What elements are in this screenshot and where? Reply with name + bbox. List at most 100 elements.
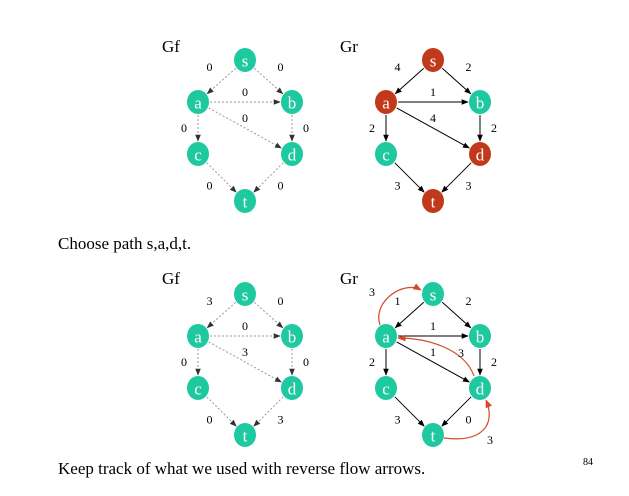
caption-choose-path: Choose path s,a,d,t.: [58, 234, 191, 253]
gf-bottom-node-label-a: a: [194, 328, 202, 347]
gr-bottom-reverse-edge-d-a: [397, 334, 475, 377]
gr-bottom-node-s: [422, 282, 444, 306]
gf-top-node-label-d: d: [288, 146, 297, 165]
gf-bottom-node-label-b: b: [288, 328, 297, 347]
gr-top-node-a: [375, 90, 397, 114]
gr-top-edge-a-d: [396, 107, 470, 149]
gf-bottom-node-c: [187, 376, 209, 400]
gr-bottom-edge-s-b: [441, 301, 472, 329]
gf-bottom-title: Gf: [162, 269, 180, 288]
gr-bottom-reverse-edge-label-a-s: 3: [369, 285, 375, 299]
gf-top-node-c: [187, 142, 209, 166]
gr-top-edge-label-d-t: 3: [466, 179, 472, 193]
gr-top-node-label-t: t: [431, 193, 436, 212]
gr-bottom-reverse-edge-t-d: [443, 399, 493, 440]
gr-bottom-edge-label-d-t: 0: [466, 413, 472, 427]
gr-bottom-node-label-t: t: [431, 427, 436, 446]
page-number: 84: [583, 457, 593, 468]
gr-top-edge-label-a-c: 2: [369, 121, 375, 135]
gr-bottom-node-label-c: c: [382, 380, 390, 399]
gr-bottom-node-label-b: b: [476, 328, 485, 347]
gf-top-node-label-b: b: [288, 94, 297, 113]
gf-bottom-edge-d-t: [253, 396, 284, 427]
gr-bottom-reverse-edge-label-t-d: 3: [487, 433, 493, 447]
gf-top-node-d: [281, 142, 303, 166]
gr-bottom-node-c: [375, 376, 397, 400]
gf-top-node-label-c: c: [194, 146, 202, 165]
gf-bottom-edge-label-a-d: 3: [242, 345, 248, 359]
gf-bottom-node-label-s: s: [242, 286, 249, 305]
gr-top-node-d: [469, 142, 491, 166]
gr-bottom-edge-label-a-d: 1: [430, 345, 436, 359]
gr-top-edge-c-t: [394, 162, 425, 193]
gr-top-node-label-s: s: [430, 52, 437, 71]
gr-top-edge-label-c-t: 3: [395, 179, 401, 193]
gr-bottom-edge-label-a-c: 2: [369, 355, 375, 369]
gf-bottom-edge-label-s-a: 3: [207, 294, 213, 308]
gr-bottom-node-a: [375, 324, 397, 348]
gr-bottom-edge-a-d: [396, 341, 470, 383]
gr-top-node-label-a: a: [382, 94, 390, 113]
gf-bottom-node-label-d: d: [288, 380, 297, 399]
gf-bottom-node-t: [234, 423, 256, 447]
gr-top-edge-s-b: [441, 67, 472, 95]
gf-bottom-edge-label-d-t: 3: [278, 413, 284, 427]
gr-bottom-edge-label-s-b: 2: [466, 294, 472, 308]
gf-top-edge-label-b-d: 0: [303, 121, 309, 135]
gf-top-edge-label-d-t: 0: [278, 179, 284, 193]
gf-top-edge-a-d: [208, 107, 282, 149]
gr-top-title: Gr: [340, 37, 358, 56]
gr-bottom-edge-label-s-a: 1: [395, 294, 401, 308]
gr-bottom-edge-label-b-d: 2: [491, 355, 497, 369]
gr-top-edge-label-a-d: 4: [430, 111, 436, 125]
gf-bottom-edge-a-d: [208, 341, 282, 383]
gr-top-node-t: [422, 189, 444, 213]
gr-top-edge-label-s-a: 4: [395, 60, 401, 74]
gf-top-node-label-t: t: [243, 193, 248, 212]
caption-reverse-flow: Keep track of what we used with reverse …: [58, 459, 425, 478]
gr-top-node-c: [375, 142, 397, 166]
gf-bottom-edge-label-a-c: 0: [181, 355, 187, 369]
gf-bottom-edge-label-s-b: 0: [278, 294, 284, 308]
gf-bottom-edge-label-c-t: 0: [207, 413, 213, 427]
gr-top-edge-label-a-b: 1: [430, 85, 436, 99]
gr-top-edge-label-b-d: 2: [491, 121, 497, 135]
gr-top-edge-d-t: [441, 162, 472, 193]
gr-top-edge-label-s-b: 2: [466, 60, 472, 74]
gf-bottom-node-b: [281, 324, 303, 348]
gf-top-node-label-s: s: [242, 52, 249, 71]
gr-top-node-label-b: b: [476, 94, 485, 113]
gr-top-node-label-d: d: [476, 146, 485, 165]
gf-bottom-node-label-t: t: [243, 427, 248, 446]
gf-top-edge-c-t: [206, 162, 237, 193]
gf-top-edge-label-s-b: 0: [278, 60, 284, 74]
gr-bottom-node-d: [469, 376, 491, 400]
gr-bottom-edge-label-c-t: 3: [395, 413, 401, 427]
gf-bottom-edge-label-a-b: 0: [242, 319, 248, 333]
gr-bottom-edge-label-a-b: 1: [430, 319, 436, 333]
gf-bottom-node-s: [234, 282, 256, 306]
gf-top-node-t: [234, 189, 256, 213]
gr-bottom-edge-d-t: [441, 396, 472, 427]
gf-bottom-node-d: [281, 376, 303, 400]
gr-bottom-node-label-s: s: [430, 286, 437, 305]
gf-top-edge-label-a-d: 0: [242, 111, 248, 125]
gf-top-edge-label-c-t: 0: [207, 179, 213, 193]
gf-bottom-edge-c-t: [206, 396, 237, 427]
gf-top-node-b: [281, 90, 303, 114]
gf-top-edge-label-a-c: 0: [181, 121, 187, 135]
gf-top-node-label-a: a: [194, 94, 202, 113]
gr-bottom-node-b: [469, 324, 491, 348]
gr-bottom-reverse-edge-a-s: [378, 283, 422, 326]
gr-bottom-title: Gr: [340, 269, 358, 288]
gf-bottom-edge-label-b-d: 0: [303, 355, 309, 369]
gr-top-node-b: [469, 90, 491, 114]
gr-bottom-node-label-a: a: [382, 328, 390, 347]
gr-bottom-edge-c-t: [394, 396, 425, 427]
